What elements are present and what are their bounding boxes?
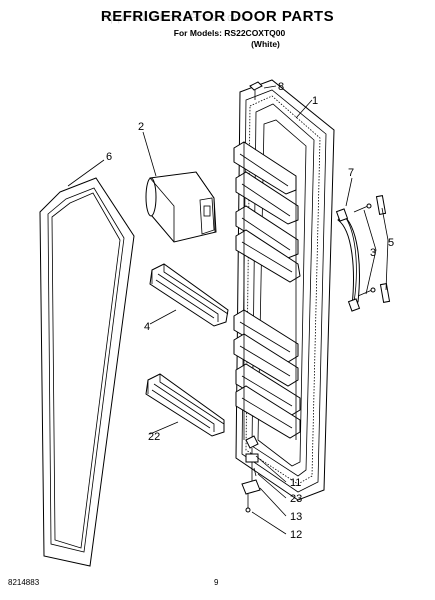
- handle-end-caps: [375, 195, 391, 303]
- callout-23: 23: [290, 493, 302, 505]
- door-liner-shelves: [233, 141, 301, 440]
- callout-13: 13: [290, 511, 302, 523]
- door-shelf-bin-upper: [149, 263, 229, 327]
- callout-labels: 8 1 2 6 7 3 5 4 22 11 23 13 12: [106, 81, 394, 541]
- callout-5: 5: [388, 237, 394, 249]
- callout-1: 1: [312, 95, 318, 107]
- callout-2: 2: [138, 121, 144, 133]
- callout-12: 12: [290, 529, 302, 541]
- callout-8: 8: [278, 81, 284, 93]
- door-stop-screw: [249, 81, 263, 100]
- callout-7: 7: [348, 167, 354, 179]
- callout-3: 3: [370, 247, 376, 259]
- models-subtitle: For Models: RS22COXTQ00: [173, 28, 286, 38]
- watermark-text: AppliancePartsPros.com: [102, 12, 245, 24]
- page-title: REFRIGERATOR DOOR PARTS: [100, 8, 335, 25]
- page-number: 9: [214, 578, 219, 587]
- callout-11: 11: [290, 477, 301, 489]
- door-gasket: [39, 177, 135, 567]
- door-shelf-bin-lower: [145, 373, 225, 437]
- leader-lines: [67, 85, 389, 535]
- color-subtitle: (White): [251, 39, 280, 49]
- dairy-bin: [145, 171, 217, 243]
- document-number: 8214883: [8, 578, 40, 587]
- door-assembly: [233, 79, 335, 501]
- door-handle: [335, 208, 361, 312]
- bottom-hinge-assembly: [241, 435, 261, 513]
- callout-22: 22: [148, 431, 160, 443]
- handle-screws: [353, 203, 376, 297]
- callout-4: 4: [144, 321, 150, 333]
- callout-6: 6: [106, 151, 112, 163]
